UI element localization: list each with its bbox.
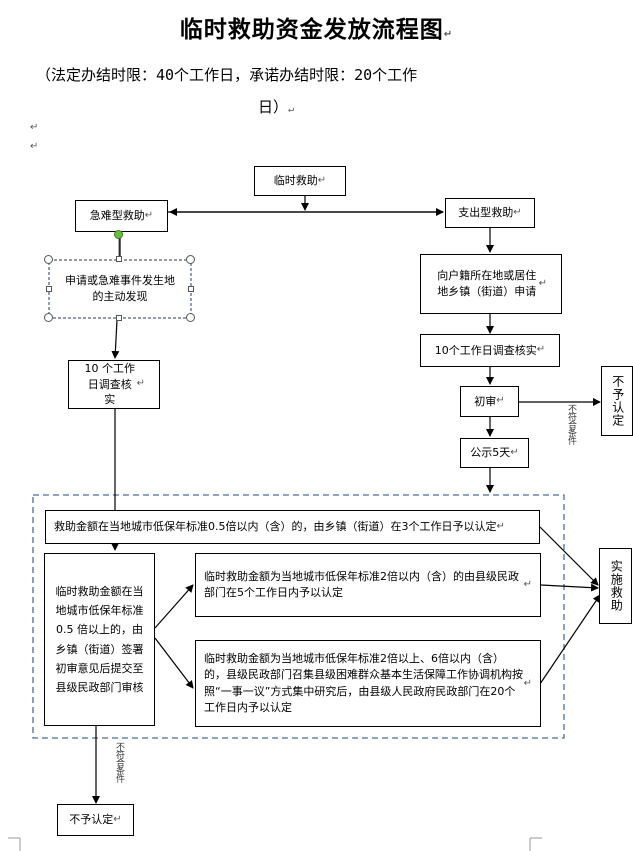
node-level-over-05[interactable]: 临时救助金额在当地城市低保年标准0.5 倍以上的，由乡镇（街道）签署初审意见后提… [44,553,155,726]
resize-handle[interactable] [188,286,194,292]
node-expense-aid[interactable]: 支出型救助↵ [445,198,535,228]
paragraph-mark: ↵ [538,277,547,289]
node-not-approved-right[interactable]: 不予认定 [601,366,633,436]
resize-handle[interactable] [44,255,53,264]
node-level-6[interactable]: 临时救助金额为当地城市低保年标准2倍以上、6倍以内（含）的，县级民政部门召集县级… [195,640,541,727]
connector-arrow [111,319,120,359]
subtitle-text-1: （法定办结时限：40个工作日，承诺办结时限：20个工作 [36,66,418,84]
paragraph-mark: ↵ [30,141,39,152]
note-text: 不符合条件 [566,404,576,444]
node-publicize[interactable]: 公示5天↵ [460,438,529,468]
node-temp-aid[interactable]: 临时救助↵ [254,166,346,196]
connector-arrow [154,584,194,629]
connector-arrow [154,637,194,689]
paragraph-mark: ↵ [496,395,505,407]
connector-arrow [539,594,601,685]
node-label: 申请或急难事件发生地的主动发现 [65,274,175,303]
node-label: 初审 [474,394,497,408]
node-label: 不予认定 [69,813,114,827]
paragraph-mark: ↵ [496,520,505,532]
resize-handle[interactable] [116,256,122,262]
node-label: 临时救助金额为当地城市低保年标准2倍以上、6倍以内（含）的，县级民政部门召集县级… [204,651,523,715]
title-text: 临时救助资金发放流程图 [179,17,444,43]
connector-arrow [539,526,599,586]
node-label: 支出型救助 [458,206,514,220]
paragraph-mark: ↵ [513,206,522,218]
resize-handle[interactable] [186,255,195,264]
connector-arrow [540,583,599,592]
node-label: 急难型救助 [89,209,145,223]
paragraph-mark: ↵ [510,446,519,458]
paragraph-mark: ↵ [523,578,532,590]
paragraph-mark: ↵ [144,209,154,221]
dashed-container [32,494,565,739]
note-not-qualified-left: 不符合条件 [113,742,126,782]
node-label: 10个工作日调查核实 [434,343,537,357]
node-level-2[interactable]: 临时救助金额为当地城市低保年标准2倍以内（含）的由县级民政部门在5个工作日内予以… [195,553,541,617]
node-investigate-right[interactable]: 10个工作日调查核实↵ [420,334,560,367]
node-preliminary-review[interactable]: 初审↵ [460,386,519,417]
rotation-handle[interactable] [114,230,123,239]
node-label: 公示5天 [470,446,511,460]
paragraph-mark: ↵ [443,29,454,40]
node-investigate-left[interactable]: 10 个工作日调查核实↵ [68,360,160,409]
resize-handle[interactable] [44,313,53,322]
node-label: 向户籍所在地或居住地乡镇（街道）申请 [437,269,537,298]
paragraph-mark: ↵ [113,813,122,825]
node-label: 实施救助 [609,560,624,612]
node-label: 救助金额在当地城市低保年标准0.5倍以内（含）的，由乡镇（街道）在3个工作日予以… [54,520,497,534]
paragraph-mark: ↵ [523,678,532,689]
node-label: 10 个工作日调查核实 [84,361,136,407]
resize-handle[interactable] [186,313,195,322]
paragraph-mark: ↵ [136,378,145,390]
paragraph-mark: ↵ [30,122,39,133]
subtitle-text-2: 日） [258,98,289,116]
resize-handle[interactable] [116,315,122,321]
node-apply-township[interactable]: 向户籍所在地或居住地乡镇（街道）申请↵ [420,254,562,314]
node-implement-aid[interactable]: 实施救助 [599,548,632,624]
node-label: 临时救助 [273,174,318,188]
page-corner-mark [529,837,542,851]
note-text: 不符合条件 [114,742,124,782]
node-level-05[interactable]: 救助金额在当地城市低保年标准0.5倍以内（含）的，由乡镇（街道）在3个工作日予以… [45,510,540,544]
node-label: 临时救助金额为当地城市低保年标准2倍以内（含）的由县级民政部门在5个工作日内予以… [204,570,519,599]
resize-handle[interactable] [46,286,52,292]
subtitle-line1: （法定办结时限：40个工作日，承诺办结时限：20个工作 [36,64,417,85]
paragraph-mark: ↵ [317,174,327,186]
note-not-qualified-right: 不符合条件 [565,404,578,444]
node-emergency-aid[interactable]: 急难型救助↵ [75,200,168,232]
node-apply-or-find[interactable]: 申请或急难事件发生地的主动发现 [50,261,190,317]
page-title: 临时救助资金发放流程图↵ [0,10,633,44]
paragraph-mark: ↵ [288,104,295,115]
subtitle-line2: 日）↵ [258,96,294,117]
page-corner-mark [8,837,21,851]
node-label: 不予认定 [610,375,625,427]
paragraph-mark: ↵ [536,344,546,356]
node-label: 临时救助金额在当地城市低保年标准0.5 倍以上的，由乡镇（街道）签署初审意见后提… [55,584,144,694]
node-not-approved-bottom[interactable]: 不予认定↵ [57,804,134,836]
